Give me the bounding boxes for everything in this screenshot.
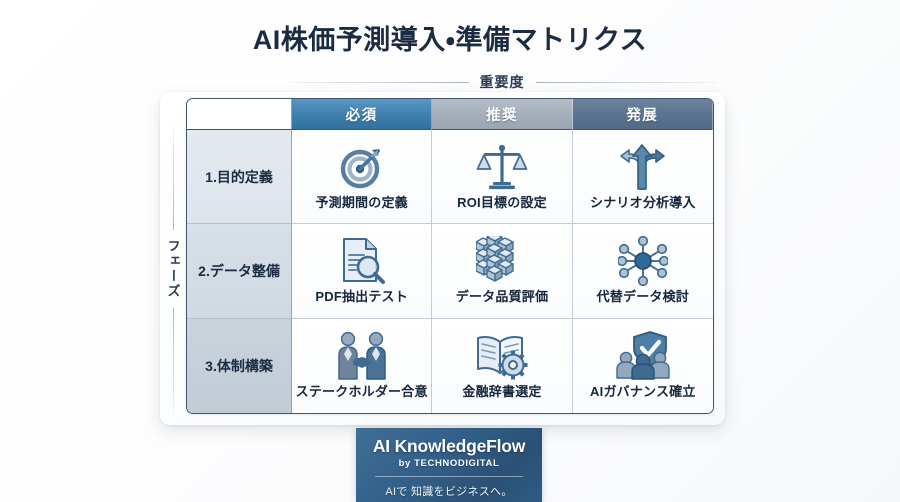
matrix-grid: 必須 推奨 発展 1.目的定義 [187, 99, 713, 413]
column-header-label: 推奨 [485, 107, 518, 124]
cell-label: シナリオ分析導入 [590, 195, 696, 211]
branching-arrows-icon [618, 141, 668, 193]
row-header-label: 3.体制構築 [205, 357, 273, 374]
column-header-recommended: 推奨 [432, 99, 573, 130]
matrix-cell: 予測期間の定義 [292, 130, 433, 225]
importance-axis-label: 重要度 [479, 74, 525, 90]
column-header-advanced: 発展 [572, 99, 713, 130]
row-header-data: 2.データ整備 [187, 224, 292, 319]
axis-rule-bottom [172, 308, 174, 412]
page-title: AI株価予測導入・準備マトリクス [252, 25, 648, 55]
scales-icon [476, 141, 528, 193]
row-header-label: 2.データ整備 [198, 262, 280, 279]
brand-name: AI KnowledgeFlow [372, 436, 526, 456]
importance-axis: 重要度 [288, 71, 716, 93]
matrix-cell: ROI目標の設定 [432, 130, 573, 225]
column-header-must: 必須 [292, 99, 433, 130]
matrix-cell: 代替データ検討 [572, 224, 713, 319]
matrix-cell: データ品質評価 [432, 224, 573, 319]
target-icon [337, 141, 387, 193]
cell-label: PDF抽出テスト [315, 289, 408, 305]
matrix-corner-cell [187, 99, 292, 130]
column-header-label: 必須 [345, 107, 378, 124]
matrix-cell: AIガバナンス確立 [572, 318, 713, 413]
matrix-cell: 金融辞書選定 [432, 318, 573, 413]
axis-rule-left [288, 81, 469, 83]
phase-axis: フェーズ [160, 126, 186, 412]
cell-label: 代替データ検討 [596, 289, 690, 305]
matrix-cell: シナリオ分析導入 [572, 130, 713, 225]
people-shield-icon [616, 330, 670, 382]
axis-rule-top [172, 126, 174, 230]
brand-byline: by TECHNODIGITAL [398, 458, 500, 469]
data-cube-icon [475, 235, 528, 287]
brand-divider [375, 476, 523, 477]
network-nodes-icon [617, 235, 668, 287]
phase-axis-label: フェーズ [165, 239, 181, 299]
cell-label: 予測期間の定義 [315, 195, 408, 211]
row-header-organization: 3.体制構築 [187, 318, 292, 413]
book-gear-icon [475, 330, 529, 382]
row-header-label: 1.目的定義 [205, 168, 273, 185]
column-header-label: 発展 [626, 107, 659, 124]
brand-tagline: AIで 知識をビジネスへ。 [385, 486, 513, 498]
document-search-icon [338, 235, 386, 287]
row-header-purpose: 1.目的定義 [187, 130, 292, 225]
cell-label: AIガバナンス確立 [590, 384, 696, 400]
cell-label: データ品質評価 [455, 289, 549, 305]
axis-rule-right [535, 81, 716, 83]
matrix-cell: PDF抽出テスト [292, 224, 433, 319]
cell-label: 金融辞書選定 [462, 384, 542, 400]
matrix-cell: ステークホルダー合意 [292, 318, 433, 413]
cell-label: ROI目標の設定 [457, 195, 547, 211]
handshake-icon [335, 330, 389, 382]
cell-label: ステークホルダー合意 [295, 384, 428, 400]
matrix-table: 必須 推奨 発展 1.目的定義 [186, 98, 714, 414]
brand-footer: AI KnowledgeFlow by TECHNODIGITAL AIで 知識… [356, 428, 542, 502]
